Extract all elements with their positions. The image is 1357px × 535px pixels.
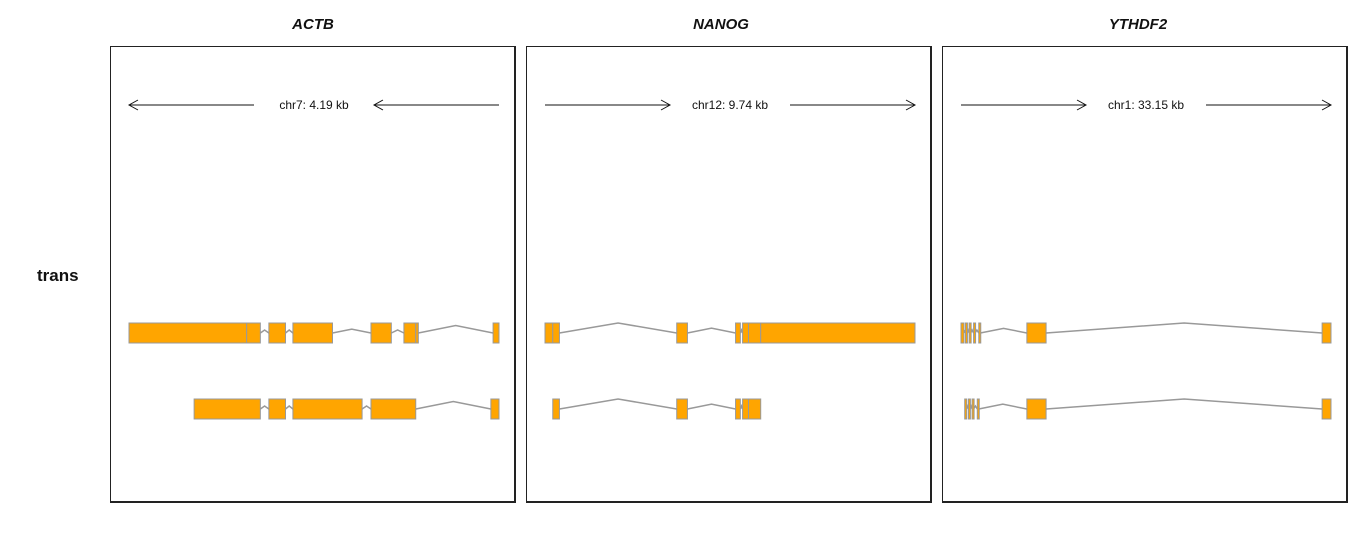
exon [292,398,363,420]
exon [403,322,417,344]
exon [676,398,688,420]
exon [490,398,500,420]
exon [760,322,916,344]
intron [259,405,270,410]
exon [742,398,750,420]
scale-label-ythdf2: chr1: 33.15 kb [1108,98,1184,112]
exon [1321,322,1332,344]
exon [964,398,968,420]
exon [735,398,741,420]
intron [415,400,492,410]
exon [268,322,287,344]
arrowhead-mid-actb [372,99,384,111]
intron [978,403,1028,410]
exon [967,398,971,420]
exon [492,322,500,344]
gene-panel-actb: chr7: 4.19 kb [110,46,516,503]
exon [292,322,334,344]
exon [971,398,975,420]
exon [370,398,417,420]
exon [960,322,965,344]
arrowhead-mid-ythdf2 [1076,99,1088,111]
panel-title-actb: ACTB [292,16,334,33]
exon [964,322,968,344]
exon [978,322,982,344]
intron [687,327,736,334]
exon [742,322,750,344]
exon [973,322,977,344]
exon [1026,322,1047,344]
scale-label-actb: chr7: 4.19 kb [279,98,349,112]
intron [259,329,270,334]
exon [1321,398,1332,420]
intron [361,405,372,410]
intron [332,328,372,334]
exon [415,322,419,344]
track-svg-actb: chr7: 4.19 kb [127,98,500,420]
intron [559,322,677,334]
exon [735,322,741,344]
exon [676,322,688,344]
arrowhead-right-ythdf2 [1321,99,1333,111]
exon [552,322,560,344]
gene-panel-ythdf2: chr1: 33.15 kb [942,46,1348,503]
scale-label-nanog: chr12: 9.74 kb [692,98,768,112]
track-svg-ythdf2: chr1: 33.15 kb [960,98,1333,420]
intron [285,405,294,410]
intron [559,398,677,410]
arrowhead-left-actb [127,99,139,111]
panel-title-nanog: NANOG [693,16,749,33]
exon [370,322,392,344]
exon [1026,398,1047,420]
arrowhead-mid-nanog [660,99,672,111]
intron [687,403,736,410]
exon [268,398,287,420]
row-label: trans [37,266,79,285]
exon [128,322,248,344]
exon [976,398,980,420]
arrowhead-right-nanog [905,99,917,111]
exon [748,322,762,344]
intron [980,327,1028,334]
track-svg-nanog: chr12: 9.74 kb [544,98,917,420]
intron [418,324,494,334]
intron [1046,322,1323,334]
intron [285,329,294,334]
exon [552,398,560,420]
exon [246,322,261,344]
intron [1046,398,1323,410]
exon [193,398,261,420]
exon [544,322,554,344]
intron [391,329,405,334]
exon [968,322,972,344]
panel-title-ythdf2: YTHDF2 [1108,16,1168,33]
exon [748,398,762,420]
gene-panel-nanog: chr12: 9.74 kb [526,46,932,503]
